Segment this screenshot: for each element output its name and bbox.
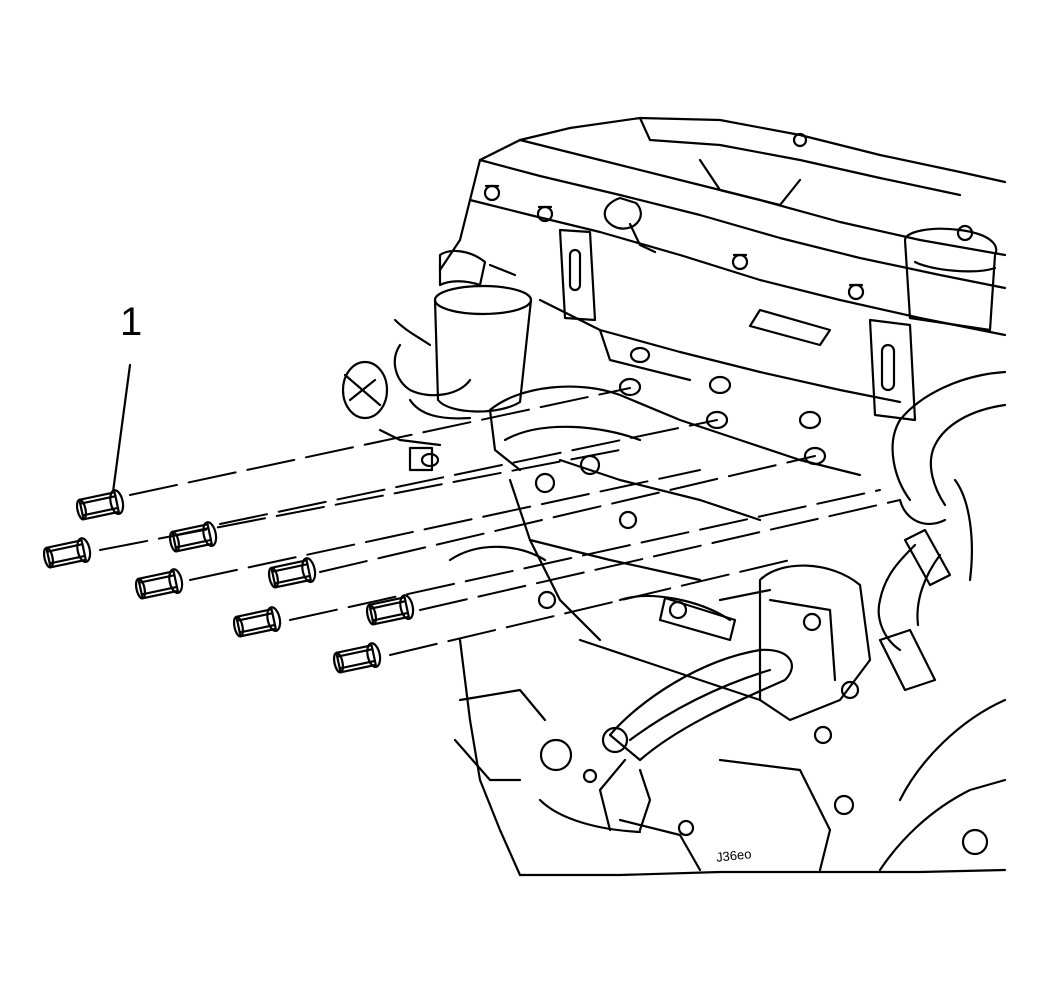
exhaust-manifold [448, 385, 862, 702]
leader-lines [99, 387, 901, 656]
heat-shield-and-pipe [598, 564, 872, 832]
valve-cover [438, 116, 1007, 404]
spacer-sleeve [365, 594, 415, 626]
cover-bolts [483, 132, 974, 301]
lifting-brackets [558, 228, 917, 422]
spacer-sleeve [232, 606, 282, 638]
spacer-sleeve [75, 489, 125, 521]
spacer-sleeve [332, 642, 382, 674]
callout-leader-line [111, 363, 132, 494]
spacer-sleeve [134, 568, 184, 600]
callout-label: 1 [120, 300, 143, 344]
stud-holes [420, 346, 827, 468]
coolant-hose [877, 370, 1007, 692]
spacer-sleeve [267, 557, 317, 589]
spacer-sleeve [168, 521, 218, 553]
spacer-sleeve [42, 537, 92, 569]
manifold-nuts [534, 454, 989, 856]
engine-block [453, 638, 1007, 877]
throttle-body [341, 249, 533, 472]
spacer-sleeves [42, 489, 415, 674]
